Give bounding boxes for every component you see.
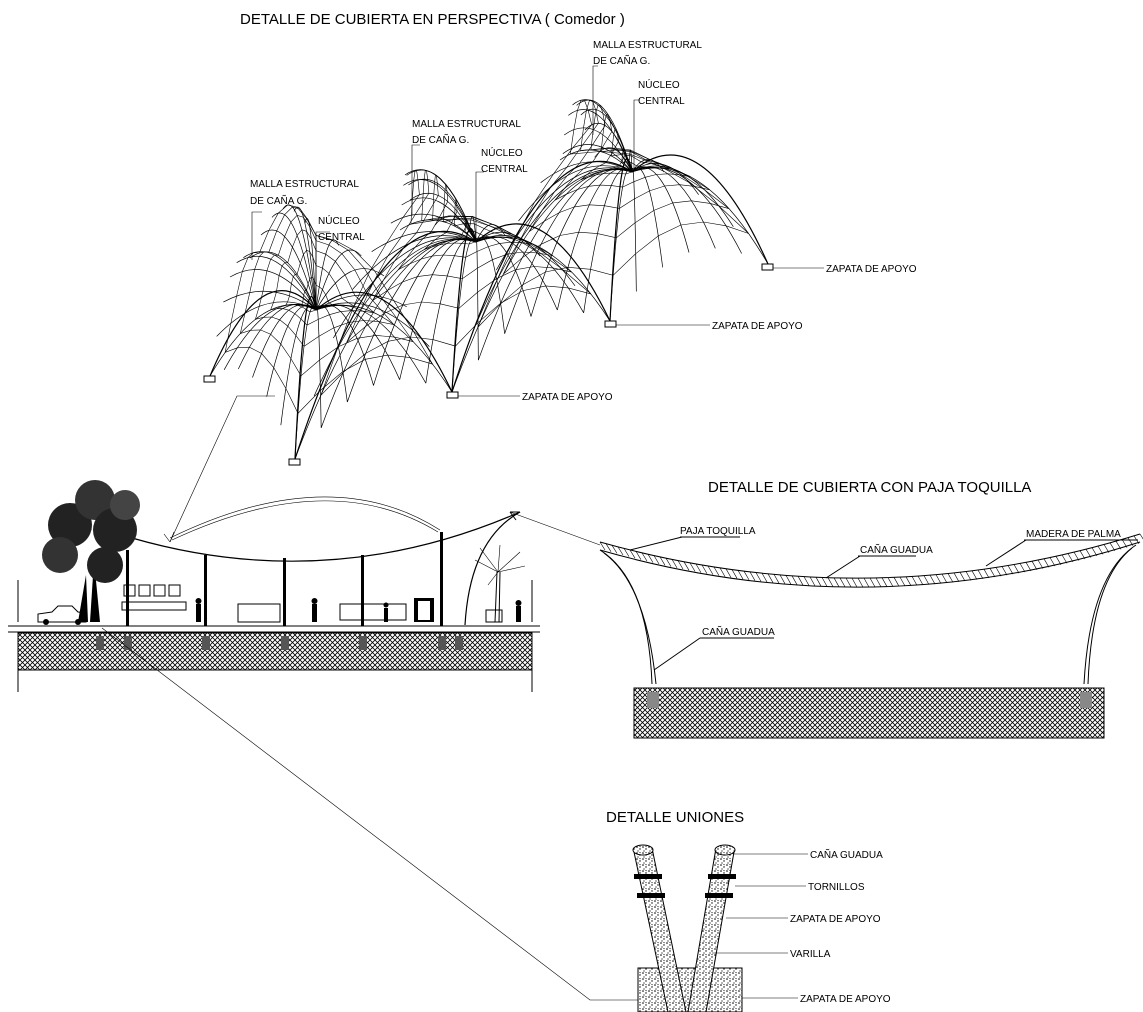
roof-band-bottom [599, 541, 1141, 588]
leader-madera [985, 539, 1027, 567]
right-cana-arch-inner [1087, 547, 1133, 685]
nucleo-label-1b: CENTRAL [318, 232, 365, 243]
malla-label-2a: MALLA ESTRUCTURAL [412, 119, 521, 130]
car-icon [37, 605, 87, 625]
leader-nucleo-1 [315, 231, 330, 305]
zapata-label-3: ZAPATA DE APOYO [826, 264, 917, 275]
roof-catenary [131, 511, 521, 562]
leader-malla-1 [251, 211, 262, 260]
left-cana-arch [599, 549, 653, 685]
malla-label-3a: MALLA ESTRUCTURAL [593, 40, 702, 51]
nucleo-label-2a: NÚCLEO [481, 146, 523, 159]
nucleo-label-3a: NÚCLEO [638, 78, 680, 91]
malla-label-2b: DE CAÑA G. [412, 133, 469, 146]
malla-label-1a: MALLA ESTRUCTURAL [250, 179, 359, 190]
roof-dome-outline-1 [169, 496, 441, 539]
nucleo-label-1a: NÚCLEO [318, 214, 360, 227]
leader-cana-side [653, 637, 701, 671]
uniones-detail-title: DETALLE UNIONES [606, 809, 744, 826]
interior-windows [121, 584, 434, 623]
zapata-label-2: ZAPATA DE APOYO [712, 321, 803, 332]
paja-toquilla-detail: PAJA TOQUILLA CAÑA GUADUA MADERA DE PALM… [599, 526, 1143, 739]
label-cana-guadua-side: CAÑA GUADUA [702, 625, 775, 638]
label-madera-palma: MADERA DE PALMA [1026, 529, 1121, 540]
leader-nucleo-2 [475, 171, 484, 240]
people-figures [195, 598, 522, 622]
malla-label-3b: DE CAÑA G. [593, 54, 650, 67]
zapata-support-4 [604, 320, 617, 328]
label-u-varilla: VARILLA [790, 949, 831, 960]
leader-cana-top [825, 555, 861, 579]
nucleo-label-2b: CENTRAL [481, 164, 528, 175]
connector-paja-to-section [509, 511, 601, 546]
foundation-slab [633, 687, 1105, 739]
perspective-title: DETALLE DE CUBIERTA EN PERSPECTIVA ( Com… [240, 11, 625, 28]
footings [96, 636, 463, 650]
building-section-elevation [8, 480, 540, 692]
leader-malla-2 [411, 144, 420, 215]
palm-tree-icon [474, 544, 526, 623]
section-edge-upper [17, 580, 533, 622]
uniones-detail: CAÑA GUADUA TORNILLOS ZAPATA DE APOYO VA… [632, 844, 891, 1012]
label-u-zapata-1: ZAPATA DE APOYO [790, 914, 881, 925]
ground-hatch [17, 632, 533, 671]
left-pole-top [632, 844, 654, 856]
label-u-tornillos: TORNILLOS [808, 882, 865, 893]
connector-perspective-to-section [169, 395, 275, 543]
label-paja-toquilla: PAJA TOQUILLA [680, 526, 756, 537]
malla-label-1b: DE CAÑA G. [250, 194, 307, 207]
left-cana-arch-inner [603, 552, 657, 685]
right-cana-arch [1083, 544, 1137, 685]
zapata-support-5 [761, 263, 774, 271]
tornillos-bolts [634, 874, 736, 898]
tree-icon [42, 480, 140, 622]
footing-right [1080, 692, 1092, 708]
zapata-support-3 [446, 391, 459, 399]
roof-band-hatch [599, 533, 1143, 588]
label-cana-guadua-top: CAÑA GUADUA [860, 543, 933, 556]
zapata-support-2 [288, 458, 301, 466]
leader-malla-3 [592, 65, 598, 135]
leader-paja [629, 536, 683, 551]
zapata-label-1: ZAPATA DE APOYO [522, 392, 613, 403]
paja-detail-title: DETALLE DE CUBIERTA CON PAJA TOQUILLA [708, 479, 1031, 496]
section-edge-lines [17, 670, 533, 692]
right-pole-top [714, 844, 736, 856]
connector-paja-arrowhead [509, 511, 520, 521]
footing-left [647, 692, 659, 708]
end-arch [464, 511, 521, 626]
roof-dome-outline-2 [171, 500, 439, 541]
perspective-roof-view: MALLA ESTRUCTURAL DE CAÑA G. NÚCLEO CENT… [203, 40, 917, 466]
label-u-cana-guadua: CAÑA GUADUA [810, 848, 883, 861]
leader-nucleo-3 [633, 99, 640, 170]
floor-line [8, 625, 540, 633]
nucleo-label-3b: CENTRAL [638, 96, 685, 107]
connector-section-to-uniones [101, 627, 680, 1001]
columns [126, 532, 443, 626]
label-u-zapata-2: ZAPATA DE APOYO [800, 994, 891, 1005]
zapata-support-1 [203, 375, 216, 383]
